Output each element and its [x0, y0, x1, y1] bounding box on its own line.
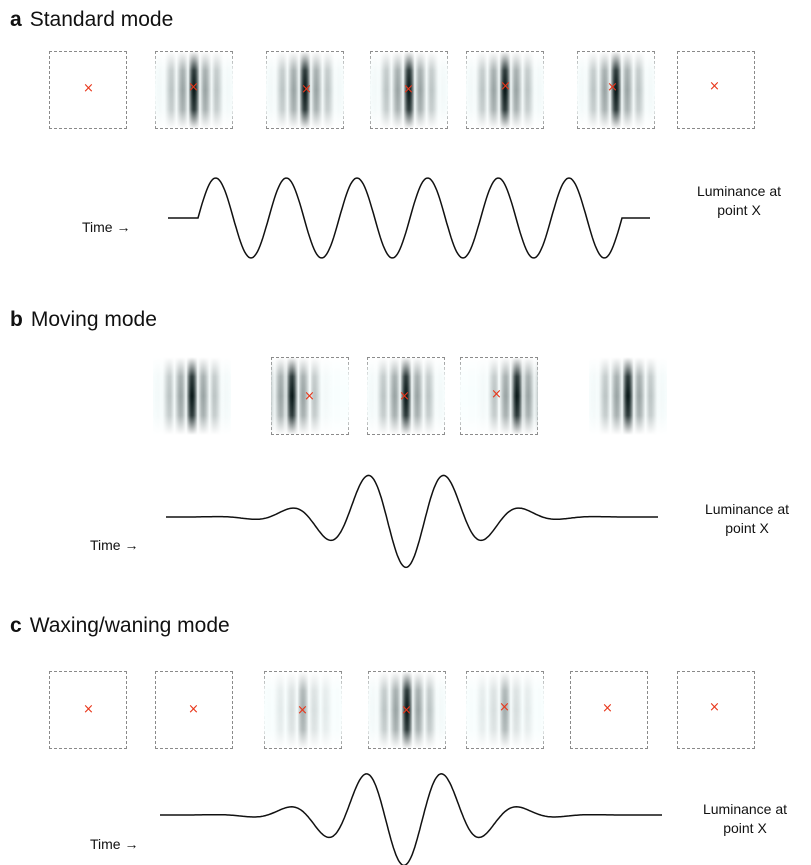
point-x-marker: ×	[301, 82, 312, 97]
luminance-label: Luminance at point X	[690, 800, 800, 838]
grating-patch	[264, 671, 342, 749]
gabor-grating	[466, 671, 544, 749]
stimulus-frame	[271, 357, 349, 435]
luminance-label-line-2: point X	[723, 820, 767, 836]
point-x-marker: ×	[188, 80, 199, 95]
point-x-marker: ×	[297, 703, 308, 718]
stimulus-frame	[460, 357, 538, 435]
stimulus-frames: × × × × × × ×	[0, 0, 811, 749]
point-x-marker: ×	[491, 387, 502, 402]
stimulus-frame	[153, 357, 231, 435]
stimulus-frame	[370, 51, 448, 129]
luminance-label-line-1: Luminance at	[704, 501, 790, 517]
point-x-marker: ×	[499, 700, 510, 715]
luminance-waveform	[166, 474, 658, 569]
point-x-marker: ×	[500, 79, 511, 94]
grating-patch	[155, 51, 233, 129]
stimulus-frame	[466, 51, 544, 129]
stimulus-frame	[367, 357, 445, 435]
time-label: Time →	[82, 219, 131, 235]
grating-patch	[460, 357, 538, 435]
gabor-grating	[264, 671, 342, 749]
point-x-marker: ×	[83, 702, 94, 717]
grating-patch	[466, 51, 544, 129]
grating-patch	[589, 357, 667, 435]
gabor-grating	[460, 357, 538, 435]
panel-title-text: Standard mode	[29, 8, 174, 31]
stimulus-frame	[570, 671, 648, 749]
stimulus-frame	[266, 51, 344, 129]
time-label: Time →	[90, 836, 139, 852]
luminance-curve	[160, 773, 662, 865]
luminance-label: Luminance at point X	[684, 182, 794, 220]
grating-patch	[577, 51, 655, 129]
panel-title: c Waxing/waning mode	[10, 614, 230, 638]
luminance-label-line-2: point X	[717, 202, 761, 218]
stimulus-frame	[49, 51, 127, 129]
panel-title-text: Moving mode	[30, 308, 157, 331]
point-x-marker: ×	[188, 702, 199, 717]
luminance-label-line-1: Luminance at	[702, 801, 788, 817]
gabor-grating	[271, 357, 349, 435]
gabor-grating	[266, 51, 344, 129]
gabor-grating	[370, 51, 448, 129]
point-x-marker: ×	[709, 700, 720, 715]
grating-patch	[266, 51, 344, 129]
gabor-grating	[155, 51, 233, 129]
panel-standard-mode: a Standard mode × × × × × × × Time → Luminance …	[0, 0, 811, 270]
stimulus-frames: × × ×	[0, 0, 811, 435]
luminance-label-line-2: point X	[725, 520, 769, 536]
luminance-waveform	[168, 177, 650, 259]
point-x-marker: ×	[403, 82, 414, 97]
gabor-grating	[367, 357, 445, 435]
point-x-marker: ×	[401, 703, 412, 718]
gabor-grating	[466, 51, 544, 129]
grating-patch	[466, 671, 544, 749]
panel-letter: a	[10, 8, 22, 31]
luminance-label-line-1: Luminance at	[696, 183, 782, 199]
stimulus-frame	[155, 51, 233, 129]
panel-title: b Moving mode	[10, 308, 157, 332]
grating-patch	[370, 51, 448, 129]
luminance-curve	[168, 177, 650, 259]
point-x-marker: ×	[602, 701, 613, 716]
point-x-marker: ×	[304, 389, 315, 404]
gabor-grating	[153, 357, 231, 435]
stimulus-frame	[49, 671, 127, 749]
panel-title-text: Waxing/waning mode	[29, 614, 230, 637]
point-x-marker: ×	[399, 389, 410, 404]
stimulus-frame	[677, 51, 755, 129]
point-x-marker: ×	[709, 79, 720, 94]
panel-title: a Standard mode	[10, 8, 173, 32]
luminance-curve	[166, 474, 658, 569]
stimulus-frame	[368, 671, 446, 749]
panel-moving-mode: b Moving mode × × × Time → Luminance at poi…	[0, 0, 811, 569]
stimulus-frame	[577, 51, 655, 129]
grating-patch	[153, 357, 231, 435]
stimulus-frame	[589, 357, 667, 435]
grating-patch	[368, 671, 446, 749]
point-x-marker: ×	[607, 80, 618, 95]
point-x-marker: ×	[83, 81, 94, 96]
luminance-label: Luminance at point X	[692, 500, 802, 538]
stimulus-frames: × × × × × × ×	[0, 0, 811, 129]
grating-patch	[271, 357, 349, 435]
stimulus-frame	[466, 671, 544, 749]
gabor-grating	[368, 671, 446, 749]
time-label: Time →	[90, 537, 139, 553]
stimulus-frame	[677, 671, 755, 749]
stimulus-frame	[264, 671, 342, 749]
gabor-grating	[589, 357, 667, 435]
gabor-grating	[577, 51, 655, 129]
stimulus-frame	[155, 671, 233, 749]
panel-letter: c	[10, 614, 22, 637]
grating-patch	[367, 357, 445, 435]
panel-letter: b	[10, 308, 23, 331]
